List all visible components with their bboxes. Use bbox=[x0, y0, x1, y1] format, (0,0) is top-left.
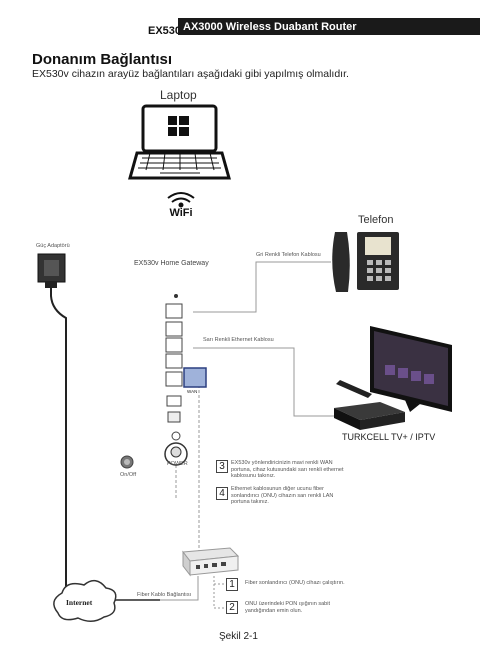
internet-label: Internet bbox=[66, 598, 93, 607]
header-bar bbox=[178, 18, 480, 35]
power-button-label: POWER bbox=[167, 461, 188, 467]
windows-logo-icon bbox=[168, 116, 189, 136]
step-4-number: 4 bbox=[216, 487, 228, 500]
set-top-box-icon bbox=[334, 380, 405, 430]
tv-label: TURKCELL TV+ / IPTV bbox=[342, 432, 436, 442]
internet-cloud-icon bbox=[53, 579, 117, 622]
gateway-label: EX530v Home Gateway bbox=[134, 260, 209, 267]
step-3-text: EX530v yönlendiricinizin mavi renkli WAN… bbox=[231, 460, 344, 479]
page-subtitle: EX530v cihazın arayüz bağlantıları aşağı… bbox=[32, 68, 349, 80]
onoff-switch-icon bbox=[120, 455, 134, 469]
header-title: AX3000 Wireless Duabant Router bbox=[183, 21, 357, 33]
onu-device-icon bbox=[182, 547, 240, 577]
phone-cable-label: Gri Renkli Telefon Kablosu bbox=[256, 252, 321, 258]
step-2-text: ONU üzerindeki PON ışığının sabit yandığ… bbox=[245, 601, 330, 614]
phone-label: Telefon bbox=[358, 214, 394, 226]
step-3-number: 3 bbox=[216, 460, 228, 473]
laptop-icon bbox=[128, 104, 231, 180]
wifi-label: WiFi bbox=[169, 207, 192, 219]
step-4-text: Ethernet kablosunun diğer ucunu fiber so… bbox=[231, 486, 334, 505]
step-1-text: Fiber sonlandırıcı (ONU) cihazı çalıştır… bbox=[245, 580, 345, 586]
onoff-label: On/Off bbox=[120, 472, 137, 478]
page-title: Donanım Bağlantısı bbox=[32, 51, 173, 68]
step-2-number: 2 bbox=[226, 601, 238, 614]
back-panel-ports bbox=[165, 294, 207, 441]
power-adapter-label: Güç Adaptörü bbox=[36, 243, 70, 249]
power-adapter-icon bbox=[37, 253, 160, 601]
step-1-number: 1 bbox=[226, 578, 238, 591]
power-socket-icon bbox=[164, 442, 188, 466]
laptop-label: Laptop bbox=[160, 88, 197, 102]
header-model: EX530v bbox=[148, 25, 188, 37]
ethernet-cable-label: Sarı Renkli Ethernet Kablosu bbox=[203, 337, 274, 343]
wan-port bbox=[183, 367, 207, 388]
fiber-cable-label: Fiber Kablo Bağlantısı bbox=[137, 592, 192, 598]
phone-icon bbox=[332, 232, 399, 292]
wifi-icon bbox=[167, 192, 195, 208]
tv-icon bbox=[370, 326, 452, 412]
wan-label: WAN bbox=[187, 389, 198, 394]
figure-caption: Şekil 2-1 bbox=[219, 631, 258, 642]
